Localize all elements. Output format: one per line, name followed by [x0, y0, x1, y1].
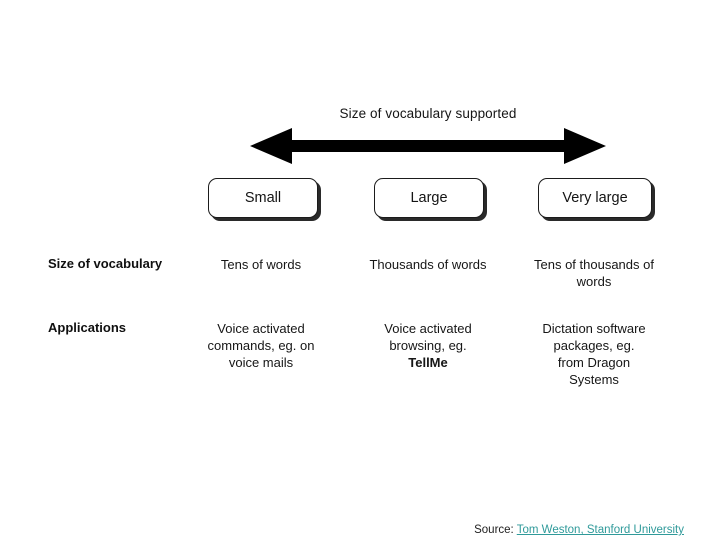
cell-vocabulary-small: Tens of words: [220, 257, 302, 272]
vocabulary-scale-arrow: Size of vocabulary supported: [250, 106, 606, 168]
category-box-very-large[interactable]: Very large: [538, 178, 652, 218]
category-box-label: Small: [244, 190, 282, 206]
source-link[interactable]: Tom Weston, Stanford University: [516, 524, 684, 536]
category-box-large[interactable]: Large: [374, 178, 484, 218]
row-label-size-of-vocabulary: Size of vocabulary: [48, 256, 163, 271]
cell-vocabulary-large: Thousands of words: [369, 257, 487, 272]
arrow-label: Size of vocabulary supported: [339, 106, 517, 121]
application-emphasis: TellMe: [408, 355, 448, 370]
double-arrow-icon: [250, 128, 606, 164]
row-label-applications: Applications: [48, 320, 127, 335]
category-box-label: Large: [410, 190, 448, 206]
source-prefix: Source:: [474, 524, 514, 536]
cell-vocabulary-very-large: Tens of thousands of words: [534, 257, 654, 289]
source-attribution: Source: Tom Weston, Stanford University: [474, 523, 684, 537]
category-box-small[interactable]: Small: [208, 178, 318, 218]
category-box-label: Very large: [562, 190, 628, 206]
